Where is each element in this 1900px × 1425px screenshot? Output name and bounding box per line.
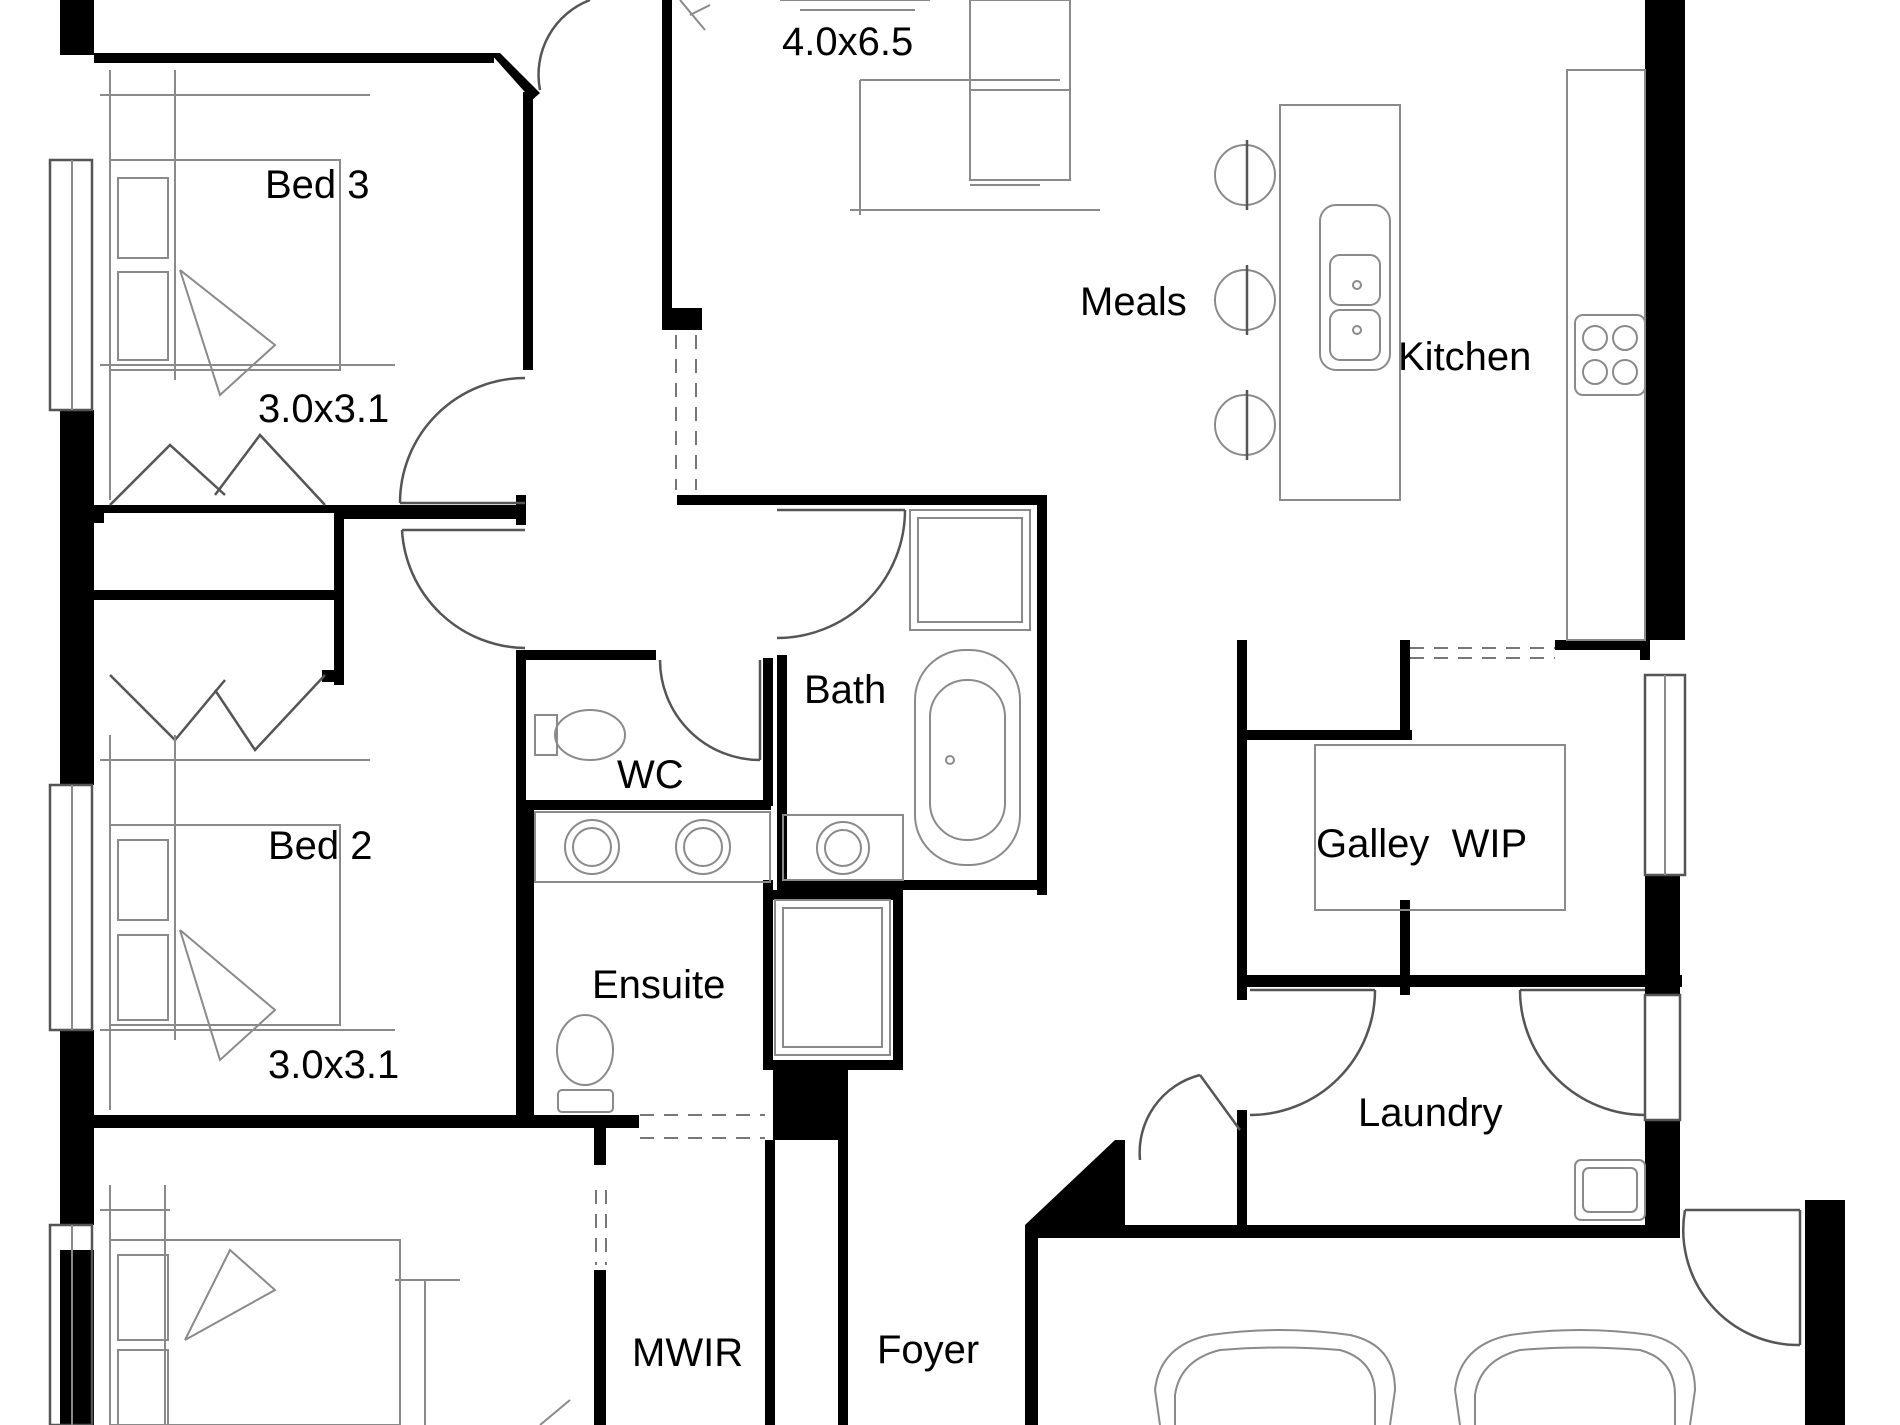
wc-label: WC	[617, 753, 684, 797]
kitchen-island	[1279, 104, 1401, 501]
car-icon	[1453, 1329, 1697, 1425]
basin-icon	[816, 821, 870, 875]
toilet-icon	[554, 709, 626, 761]
ensuite-label: Ensuite	[592, 963, 726, 1007]
foyer-label: Foyer	[877, 1328, 980, 1372]
doors	[109, 0, 1802, 1347]
bed3-label: Bed 3	[265, 163, 370, 207]
bed2-label: Bed 2	[268, 824, 373, 868]
galley-wip-label: Galley WIP	[1316, 822, 1528, 866]
bath-label: Bath	[804, 668, 887, 712]
meals-label: Meals	[1080, 280, 1187, 324]
fixtures	[100, 0, 1697, 1425]
kitchen-label: Kitchen	[1398, 335, 1532, 379]
car-icon	[1153, 1329, 1397, 1425]
cooktop-icon	[1574, 314, 1646, 396]
laundry-label: Laundry	[1358, 1091, 1503, 1135]
toilet-icon	[556, 1014, 614, 1086]
bathtub-icon	[914, 649, 1021, 866]
family-dimension-label: 4.0x6.5	[782, 20, 914, 64]
windows	[48, 158, 1687, 1425]
stool-icon	[1214, 269, 1276, 331]
stool-icon	[1214, 394, 1276, 456]
bed2-dimension-label: 3.0x3.1	[268, 1043, 400, 1087]
bed3-dimension-label: 3.0x3.1	[258, 387, 390, 431]
basin-icon	[564, 819, 620, 875]
sink-icon	[1574, 1159, 1646, 1221]
basin-icon	[675, 819, 731, 875]
mwir-label: MWIR	[632, 1331, 744, 1375]
stool-icon	[1214, 144, 1276, 206]
sink-icon	[1319, 204, 1391, 371]
walls	[60, 0, 1845, 1425]
